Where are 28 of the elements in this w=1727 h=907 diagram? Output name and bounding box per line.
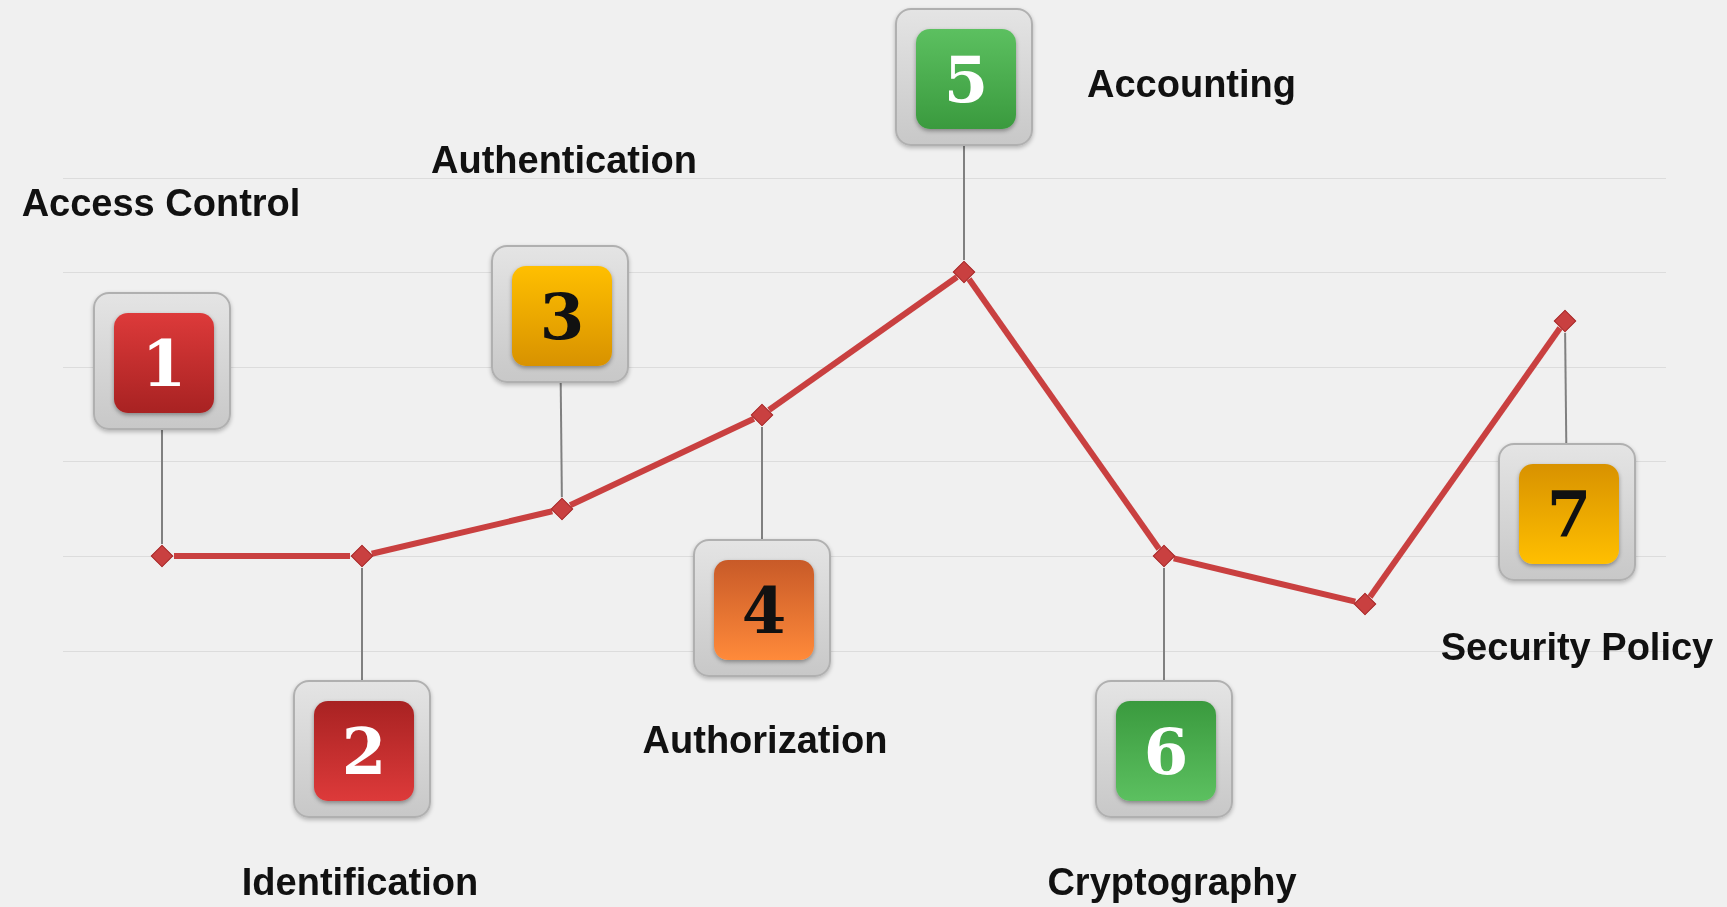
leader-line [1564,331,1568,444]
leader-line [963,145,965,261]
step-caption: Access Control [21,182,301,225]
step-number: 5 [916,29,1016,129]
trend-line [1367,326,1563,599]
step-caption: Authorization [642,719,888,762]
step-caption: Cryptography [1047,861,1297,904]
leader-line [1163,567,1165,681]
step-number: 4 [714,560,814,660]
trend-line [1173,555,1356,605]
leader-line [559,382,563,499]
step-caption: Security Policy [1440,626,1714,669]
trend-line [174,553,350,559]
trend-line [371,508,553,557]
trend-line [966,277,1162,551]
leader-line [761,426,763,540]
trend-line [767,274,959,413]
leader-line [161,429,163,545]
step-number: 7 [1519,464,1619,564]
step-number: 2 [314,701,414,801]
step-number: 3 [512,266,612,366]
step-caption: Authentication [431,139,697,182]
leader-line [361,567,363,681]
step-number: 6 [1116,701,1216,801]
step-caption: Identification [241,861,479,904]
step-caption: Accounting [1087,63,1296,106]
trend-line [568,416,756,508]
step-number: 1 [114,313,214,413]
